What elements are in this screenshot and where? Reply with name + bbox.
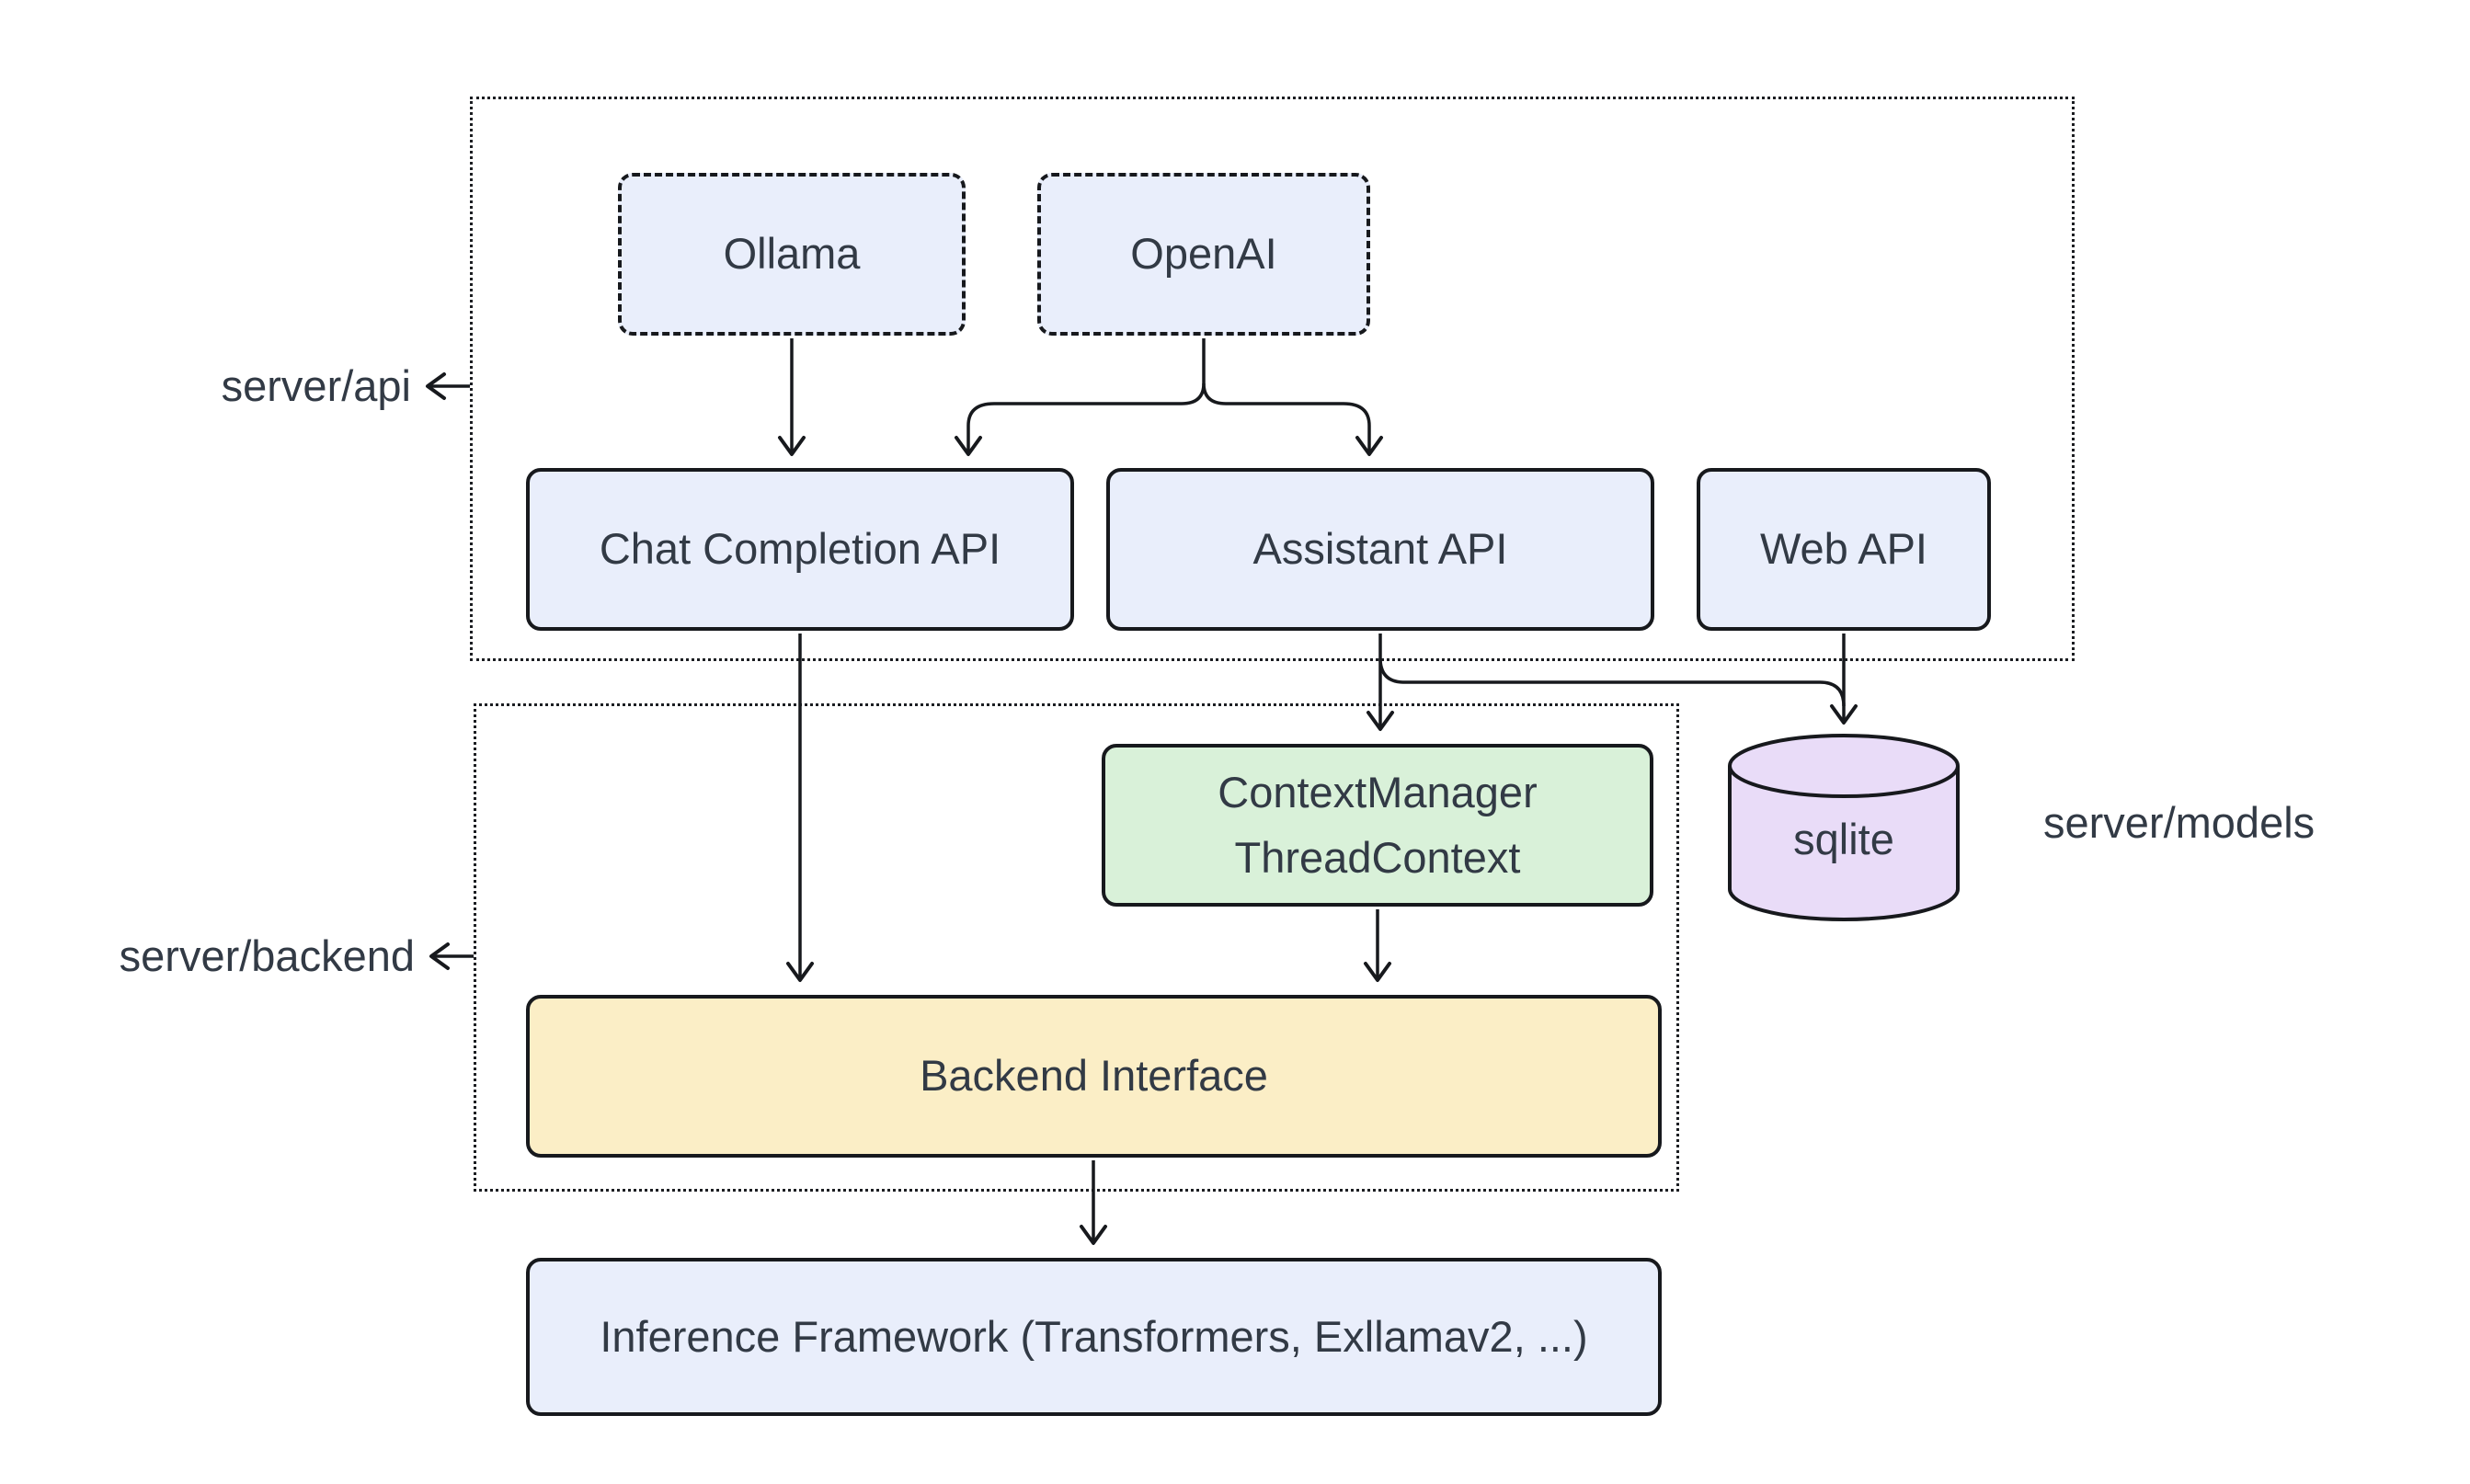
node-web-api-label: Web API [1759, 524, 1927, 574]
node-context-manager: ContextManager ThreadContext [1102, 744, 1653, 907]
node-inference-framework-label: Inference Framework (Transformers, Exlla… [600, 1311, 1588, 1361]
node-ollama: Ollama [618, 173, 966, 336]
node-backend-interface: Backend Interface [526, 995, 1662, 1158]
node-web-api: Web API [1697, 468, 1991, 631]
edge-assistant-api-to-sqlite [1378, 657, 1846, 707]
node-sqlite-label: sqlite [1793, 814, 1894, 863]
node-chat-completion-api: Chat Completion API [526, 468, 1074, 631]
node-chat-completion-api-label: Chat Completion API [599, 524, 1001, 574]
node-openai-label: OpenAI [1130, 229, 1277, 279]
server-backend-group-outline [474, 703, 1679, 1192]
sqlite-cylinder-top [1728, 734, 1960, 798]
node-ollama-label: Ollama [723, 229, 861, 279]
node-inference-framework: Inference Framework (Transformers, Exlla… [526, 1258, 1662, 1416]
node-assistant-api-label: Assistant API [1252, 524, 1508, 574]
node-sqlite: sqlite [1730, 802, 1958, 875]
node-assistant-api: Assistant API [1106, 468, 1654, 631]
server-backend-group-label: server/backend [119, 931, 415, 980]
server-models-group-label: server/models [2043, 798, 2316, 847]
node-openai: OpenAI [1037, 173, 1370, 336]
node-context-manager-label-line2: ThreadContext [1234, 832, 1521, 882]
server-api-group-outline [470, 97, 2075, 661]
node-backend-interface-label: Backend Interface [920, 1051, 1268, 1101]
node-context-manager-label-line1: ContextManager [1218, 768, 1538, 816]
server-api-group-label: server/api [221, 361, 411, 410]
